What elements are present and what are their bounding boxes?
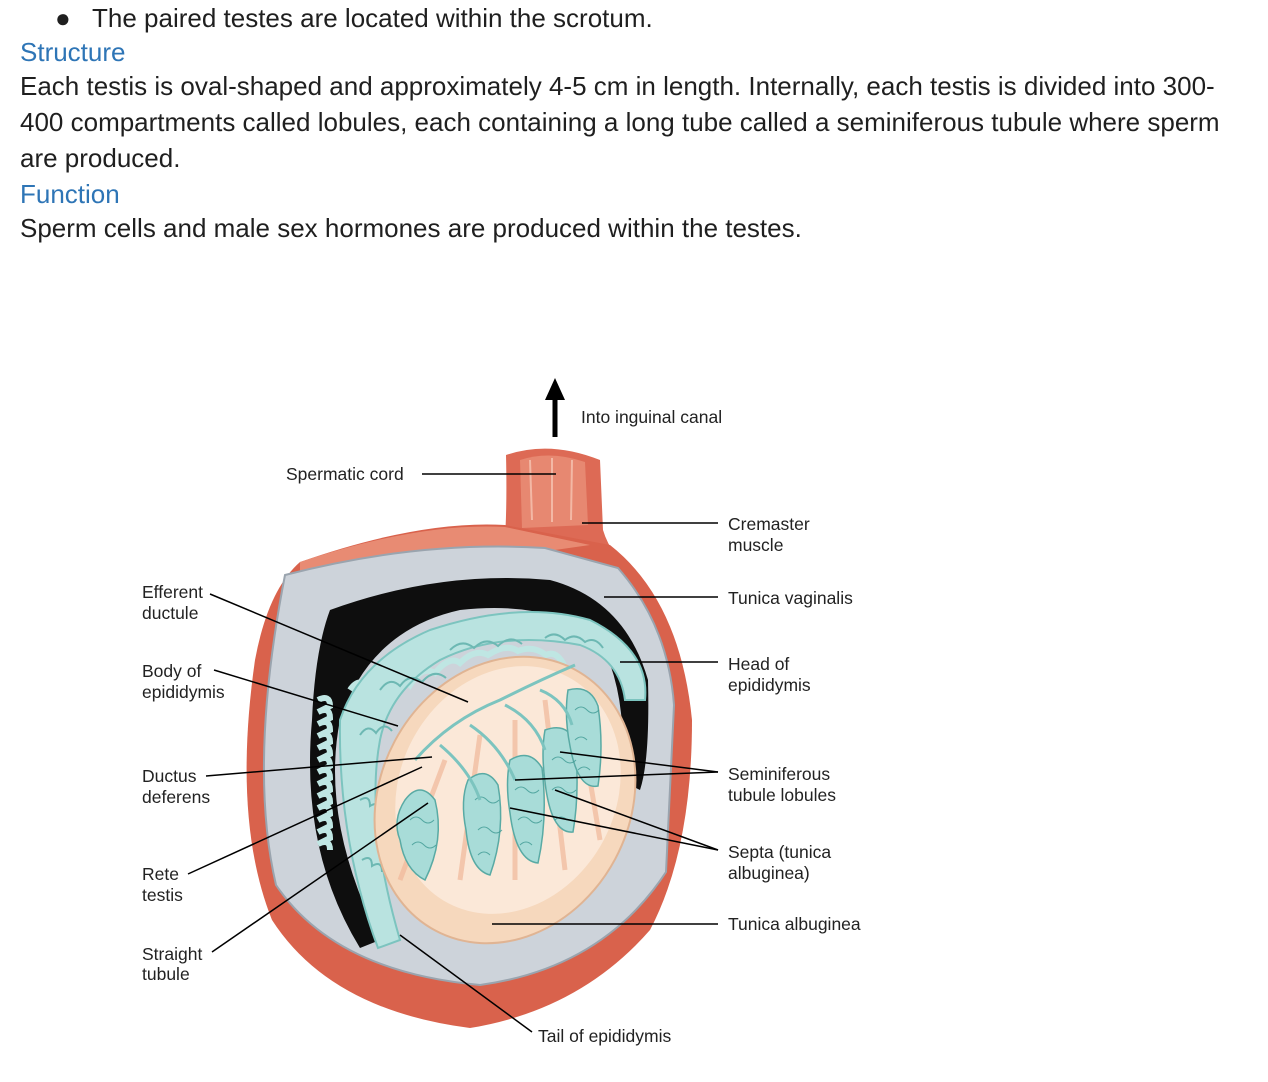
label-inguinal: Into inguinal canal xyxy=(581,407,722,427)
function-paragraph: Sperm cells and male sex hormones are pr… xyxy=(20,213,802,243)
structure-paragraph: Each testis is oval-shaped and approxima… xyxy=(20,71,1220,173)
label-spermatic-cord: Spermatic cord xyxy=(286,464,404,484)
bullet-item: ● The paired testes are located within t… xyxy=(20,0,1255,34)
label-ductus-2: deferens xyxy=(142,787,210,807)
label-tunica-vaginalis: Tunica vaginalis xyxy=(728,588,853,608)
bullet-icon: ● xyxy=(55,3,71,33)
label-body-2: epididymis xyxy=(142,682,225,702)
function-heading: Function xyxy=(20,179,120,209)
label-tail: Tail of epididymis xyxy=(538,1026,671,1046)
label-cremaster-2: muscle xyxy=(728,535,783,555)
ductus-deferens xyxy=(316,695,334,851)
rete-testis xyxy=(413,663,576,801)
label-semi-1: Seminiferous xyxy=(728,764,830,784)
label-semi-2: tubule lobules xyxy=(728,785,836,805)
label-septa-1: Septa (tunica xyxy=(728,842,831,862)
label-straight-2: tubule xyxy=(142,964,190,984)
inguinal-arrow-head xyxy=(545,378,565,400)
label-body-1: Body of xyxy=(142,661,201,681)
label-efferent-2: ductule xyxy=(142,603,198,623)
bullet-text: The paired testes are located within the… xyxy=(92,3,653,33)
label-head-2: epididymis xyxy=(728,675,811,695)
label-efferent-1: Efferent xyxy=(142,582,203,602)
label-rete-2: testis xyxy=(142,885,183,905)
label-straight-1: Straight xyxy=(142,944,202,964)
label-cremaster-1: Cremaster xyxy=(728,514,810,534)
structure-heading: Structure xyxy=(20,37,126,67)
label-ductus-1: Ductus xyxy=(142,766,197,786)
label-rete-1: Rete xyxy=(142,864,179,884)
label-head-1: Head of xyxy=(728,654,789,674)
leader-lines xyxy=(187,473,719,1033)
tunica-cavity xyxy=(310,578,649,948)
document-text: ● The paired testes are located within t… xyxy=(20,0,1255,246)
epididymis xyxy=(338,611,647,950)
seminiferous-tubules xyxy=(396,688,602,882)
label-tunica-albuginea: Tunica albuginea xyxy=(728,914,861,934)
label-septa-2: albuginea) xyxy=(728,863,810,883)
